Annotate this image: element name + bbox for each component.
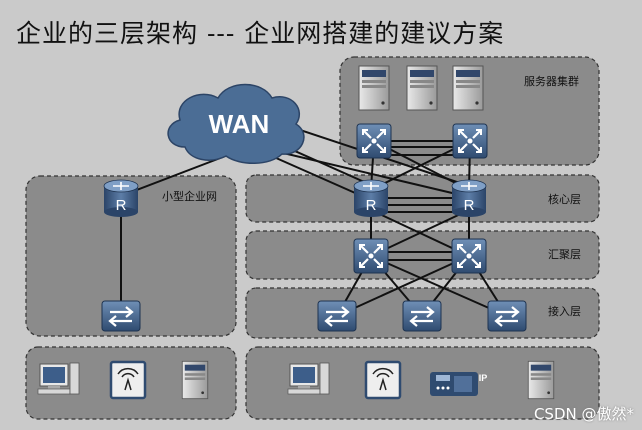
watermark: CSDN @傲然* xyxy=(533,405,634,423)
server-cluster-label: 服务器集群 xyxy=(524,75,579,88)
small-access-switch-icon xyxy=(100,299,142,333)
wan-label: WAN xyxy=(209,109,270,139)
pc-icon xyxy=(37,362,80,395)
svg-text:R: R xyxy=(116,197,127,214)
pc-icon xyxy=(287,362,330,395)
core-router-icon: R xyxy=(451,179,487,218)
server-switch-icon xyxy=(355,122,393,160)
aggregation-layer-zone xyxy=(245,230,600,280)
server-icon xyxy=(452,65,484,111)
svg-text:R: R xyxy=(366,197,377,214)
ip-phone-icon: IP xyxy=(430,372,487,396)
page-title: 企业的三层架构 --- 企业网搭建的建议方案 xyxy=(16,19,505,48)
small-enterprise-label: 小型企业网 xyxy=(162,190,217,203)
aggregation-layer-label: 汇聚层 xyxy=(548,248,581,261)
server-icon xyxy=(406,65,438,111)
wan-cloud: WAN xyxy=(167,83,305,164)
access-layer-label: 接入层 xyxy=(548,305,581,318)
wireless-ap-icon xyxy=(364,360,402,400)
aggregation-switch-icon xyxy=(352,237,390,275)
svg-text:R: R xyxy=(464,197,475,214)
core-layer-label: 核心层 xyxy=(548,193,581,206)
access-switch-icon xyxy=(401,299,443,333)
server-icon xyxy=(181,360,209,400)
server-icon xyxy=(358,65,390,111)
aggregation-switch-icon xyxy=(450,237,488,275)
core-router-icon: R xyxy=(353,179,389,218)
svg-text:IP: IP xyxy=(479,373,488,383)
access-switch-icon xyxy=(486,299,528,333)
access-switch-icon xyxy=(316,299,358,333)
wireless-ap-icon xyxy=(109,360,147,400)
small-enterprise-zone xyxy=(25,175,237,337)
server-icon xyxy=(527,360,555,400)
enterprise-endpoint-zone xyxy=(245,346,600,420)
server-switch-icon xyxy=(451,122,489,160)
small-router-icon: R xyxy=(103,179,139,218)
